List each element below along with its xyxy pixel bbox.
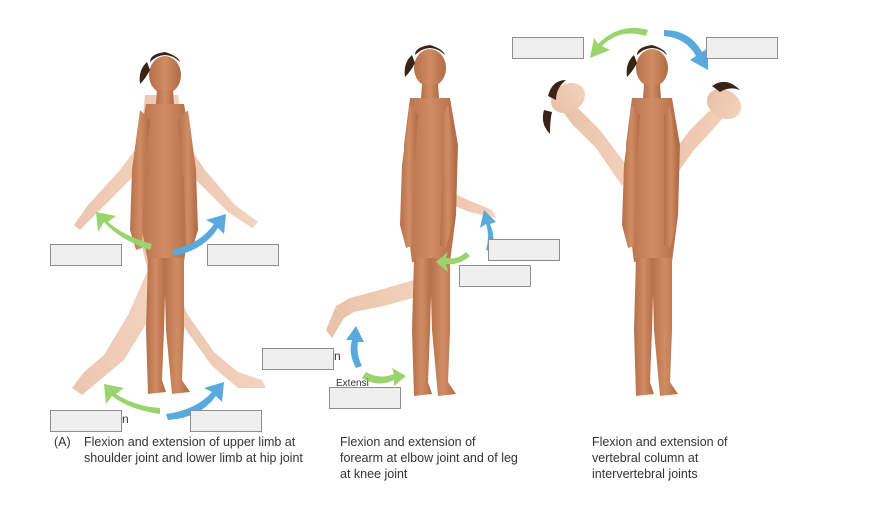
blank-label-box[interactable] (50, 244, 122, 266)
extension-arrow-knee (346, 326, 364, 368)
blank-label-box[interactable] (706, 37, 778, 59)
caption-text: Flexion and extension of upper limb at s… (84, 435, 303, 465)
caption-text: Flexion and extension of vertebral colum… (592, 435, 728, 481)
blank-label-box[interactable] (207, 244, 279, 266)
caption-shoulder-hip: (A) Flexion and extension of upper limb … (54, 434, 304, 466)
blank-label-box[interactable] (50, 410, 122, 432)
figure-vertebral (542, 27, 742, 396)
figure-shoulder-hip (72, 52, 266, 420)
label-fragment: Extensi (336, 378, 369, 387)
flexion-arrow-hip (104, 384, 160, 414)
extension-arrow-vertebral (664, 30, 708, 70)
flexion-arrow-elbow (436, 252, 470, 272)
flexion-arrow-vertebral (590, 27, 648, 58)
ghost-leg (326, 278, 420, 338)
blank-label-box[interactable] (512, 37, 584, 59)
caption-elbow-knee: Flexion and extension of forearm at elbo… (340, 434, 520, 482)
blank-label-box[interactable] (262, 348, 334, 370)
label-fragment: n (122, 412, 129, 426)
flexion-arrow-shoulder (96, 212, 152, 250)
blank-label-box[interactable] (190, 410, 262, 432)
blank-label-box[interactable] (459, 265, 531, 287)
blank-label-box[interactable] (488, 239, 560, 261)
ghost-torso-back (560, 100, 630, 186)
flexion-arrow-knee (362, 368, 406, 386)
label-fragment: n (334, 349, 341, 363)
caption-vertebral: Flexion and extension of vertebral colum… (592, 434, 772, 482)
ghost-leg-back (72, 270, 162, 395)
caption-text: Flexion and extension of forearm at elbo… (340, 435, 518, 481)
blank-label-box[interactable] (329, 387, 401, 409)
panel-label: (A) (54, 435, 71, 449)
extension-arrow-shoulder (172, 214, 226, 256)
figure-elbow-knee (326, 45, 496, 396)
